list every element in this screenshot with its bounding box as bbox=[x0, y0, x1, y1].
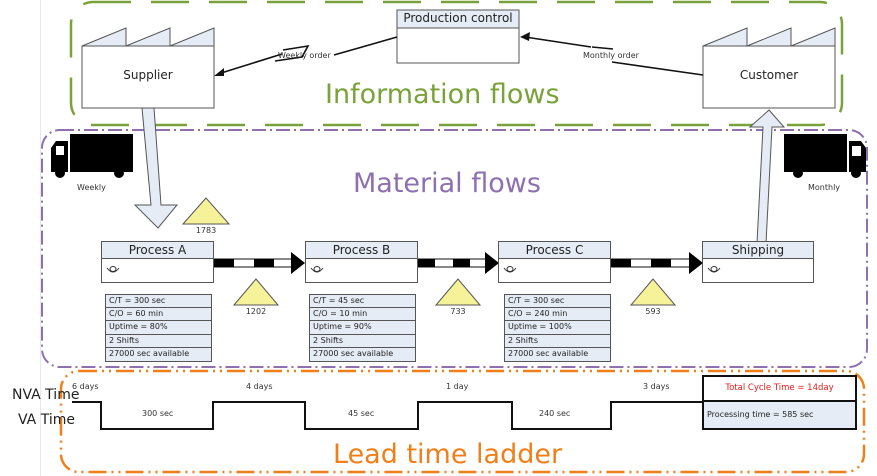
shipping-box bbox=[702, 259, 814, 283]
lead-time-border bbox=[59, 369, 866, 474]
shifts: 2 Shifts bbox=[105, 334, 212, 349]
va-value: 45 sec bbox=[348, 409, 375, 418]
push-arrow-c-shipping bbox=[610, 252, 703, 274]
page-margin-line bbox=[40, 0, 41, 476]
cycle-time: C/T = 300 sec bbox=[105, 294, 212, 308]
inventory-label: 1202 bbox=[245, 307, 267, 316]
nva-value: 1 day bbox=[446, 382, 469, 391]
uptime: Uptime = 80% bbox=[105, 321, 212, 335]
operator-icon bbox=[106, 265, 120, 278]
inventory-triangle-icon bbox=[629, 278, 677, 306]
inventory-label: 733 bbox=[450, 307, 466, 316]
outbound-truck-label: Monthly bbox=[808, 183, 841, 192]
process-c-box bbox=[498, 259, 611, 283]
information-flows-border bbox=[69, 0, 844, 127]
material-flows-border bbox=[41, 129, 868, 368]
changeover-time: C/O = 60 min bbox=[105, 307, 212, 322]
customer-factory-icon bbox=[702, 27, 836, 109]
material-flows-title: Material flows bbox=[353, 168, 541, 199]
monthly-order-label: Monthly order bbox=[583, 51, 639, 60]
shifts: 2 Shifts bbox=[309, 334, 416, 349]
production-control-label: Production control bbox=[403, 11, 513, 25]
shipping-title: Shipping bbox=[702, 241, 814, 259]
total-cycle-time: Total Cycle Time = 14day bbox=[702, 375, 857, 402]
weekly-order-label: Weekly order bbox=[278, 51, 331, 60]
process-b-data-box: C/T = 45 sec C/O = 10 min Uptime = 90% 2… bbox=[309, 294, 416, 362]
available-time: 27000 sec available bbox=[504, 348, 611, 362]
weekly-order-arrow bbox=[214, 36, 398, 76]
operator-icon bbox=[310, 265, 324, 278]
push-arrow-a-b bbox=[213, 252, 305, 274]
outbound-shipment-arrow bbox=[748, 109, 786, 244]
monthly-order-arrow bbox=[520, 32, 704, 76]
process-a-box bbox=[101, 259, 214, 283]
shifts: 2 Shifts bbox=[504, 334, 611, 349]
nva-time-label: NVA Time bbox=[12, 387, 80, 403]
lead-time-ladder-title: Lead time ladder bbox=[333, 439, 563, 470]
process-c-title: Process C bbox=[498, 241, 611, 259]
inventory-label: 1783 bbox=[195, 226, 217, 235]
nva-value: 6 days bbox=[72, 382, 99, 391]
inventory-label: 593 bbox=[645, 307, 661, 316]
changeover-time: C/O = 10 min bbox=[309, 307, 416, 322]
nva-value: 4 days bbox=[246, 382, 273, 391]
process-b-box bbox=[305, 259, 418, 283]
uptime: Uptime = 90% bbox=[309, 321, 416, 335]
truck-icon-outbound bbox=[784, 134, 866, 178]
customer-label: Customer bbox=[739, 68, 799, 82]
inventory-triangle-icon bbox=[434, 278, 482, 306]
va-value: 300 sec bbox=[142, 409, 174, 418]
available-time: 27000 sec available bbox=[309, 348, 416, 362]
processing-time: Processing time = 585 sec bbox=[702, 400, 857, 430]
uptime: Uptime = 100% bbox=[504, 321, 611, 335]
supplier-label: Supplier bbox=[123, 68, 173, 82]
va-value: 240 sec bbox=[539, 409, 571, 418]
truck-icon-inbound bbox=[51, 134, 133, 178]
operator-icon bbox=[503, 265, 517, 278]
operator-icon bbox=[707, 265, 721, 278]
process-b-title: Process B bbox=[305, 241, 418, 259]
cycle-time: C/T = 300 sec bbox=[504, 294, 611, 308]
inbound-shipment-arrow bbox=[133, 107, 179, 229]
supplier-factory-icon bbox=[81, 27, 215, 109]
inbound-truck-label: Weekly bbox=[77, 183, 106, 192]
information-flows-title: Information flows bbox=[325, 79, 560, 110]
changeover-time: C/O = 240 min bbox=[504, 307, 611, 322]
push-arrow-b-c bbox=[417, 252, 499, 274]
inventory-triangle-icon bbox=[181, 197, 231, 225]
available-time: 27000 sec available bbox=[105, 348, 212, 362]
va-time-label: VA Time bbox=[18, 412, 75, 428]
inventory-triangle-icon bbox=[232, 278, 280, 306]
process-a-title: Process A bbox=[101, 241, 214, 259]
process-a-data-box: C/T = 300 sec C/O = 60 min Uptime = 80% … bbox=[105, 294, 212, 362]
process-c-data-box: C/T = 300 sec C/O = 240 min Uptime = 100… bbox=[504, 294, 611, 362]
lead-time-ladder-line bbox=[72, 401, 703, 430]
cycle-time: C/T = 45 sec bbox=[309, 294, 416, 308]
nva-value: 3 days bbox=[643, 382, 670, 391]
